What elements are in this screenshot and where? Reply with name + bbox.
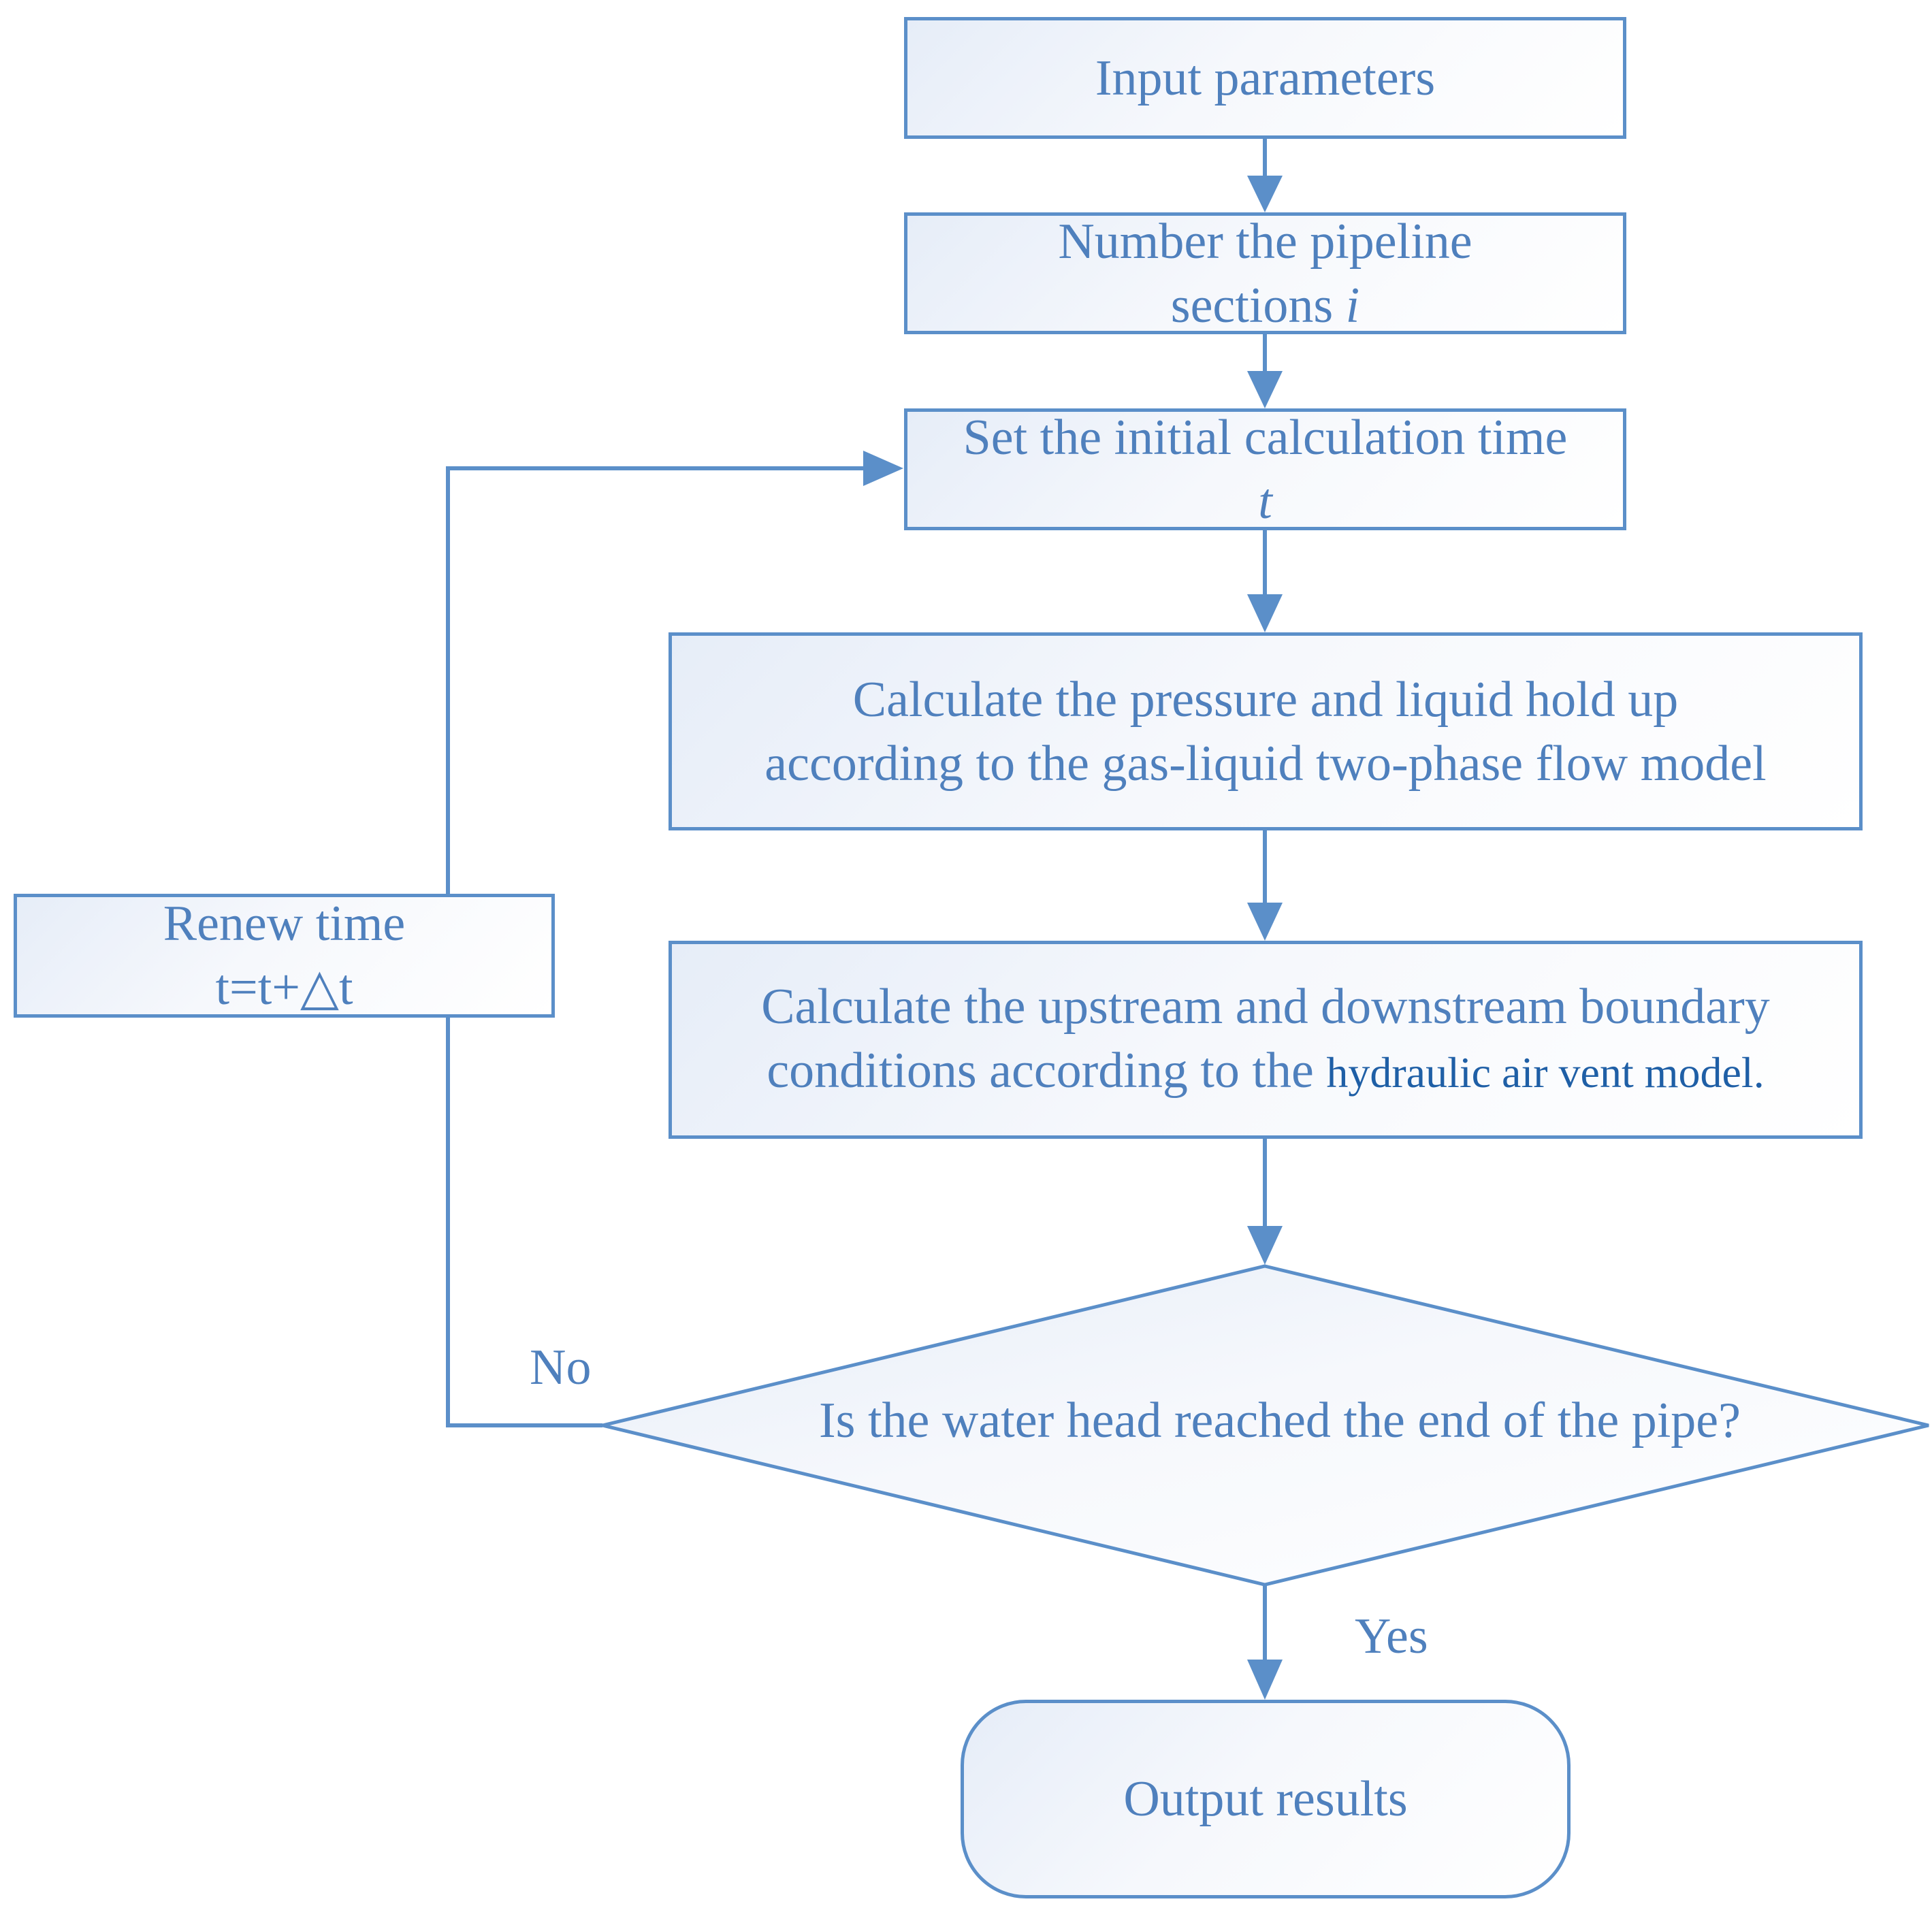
section-index-var: i xyxy=(1345,277,1360,334)
output-results-label: Output results xyxy=(1123,1771,1408,1827)
edge-renew-inittime xyxy=(446,466,863,894)
number-sections-label: Number the pipeline sections i xyxy=(993,210,1538,338)
calc-boundary-label: Calculate the upstream and downstream bo… xyxy=(687,975,1844,1105)
number-sections-box: Number the pipeline sections i xyxy=(904,212,1626,334)
time-var: t xyxy=(1258,473,1272,530)
yes-label: Yes xyxy=(1355,1608,1428,1664)
edge-decision-renew xyxy=(446,1018,602,1427)
arrowhead-output xyxy=(1247,1660,1283,1700)
arrowhead-boundary xyxy=(1247,903,1283,941)
arrowhead-decision xyxy=(1247,1226,1283,1265)
input-parameters-label: Input parameters xyxy=(1095,50,1436,106)
renew-time-formula: t=t+△t xyxy=(215,960,353,1016)
number-sections-text: Number the pipeline sections xyxy=(1058,213,1472,334)
initial-time-text: Set the initial calculation time xyxy=(963,409,1568,466)
no-label: No xyxy=(530,1340,592,1395)
initial-time-box: Set the initial calculation time t xyxy=(904,408,1626,530)
calc-boundary-text-model: hydraulic air vent model. xyxy=(1326,1048,1765,1097)
renew-time-label: Renew time t=t+△t xyxy=(163,892,406,1020)
input-parameters-box: Input parameters xyxy=(904,17,1626,139)
output-results-box: Output results xyxy=(961,1700,1571,1898)
decision-label: Is the water head reached the end of the… xyxy=(819,1393,1741,1449)
arrowhead-number xyxy=(1247,176,1283,212)
renew-time-line1: Renew time xyxy=(163,896,406,952)
arrowhead-pressure xyxy=(1247,594,1283,632)
arrowhead-inittime xyxy=(1247,371,1283,408)
decision-diamond xyxy=(602,1264,1929,1587)
renew-time-box: Renew time t=t+△t xyxy=(14,894,555,1018)
calc-pressure-box: Calculate the pressure and liquid hold u… xyxy=(669,632,1863,830)
arrowhead-loop xyxy=(863,451,903,486)
initial-time-label: Set the initial calculation time t xyxy=(959,406,1572,534)
calc-pressure-label: Calculate the pressure and liquid hold u… xyxy=(764,671,1767,792)
calc-boundary-box: Calculate the upstream and downstream bo… xyxy=(669,941,1863,1139)
calc-boundary-text: Calculate the upstream and downstream bo… xyxy=(761,979,1770,1099)
